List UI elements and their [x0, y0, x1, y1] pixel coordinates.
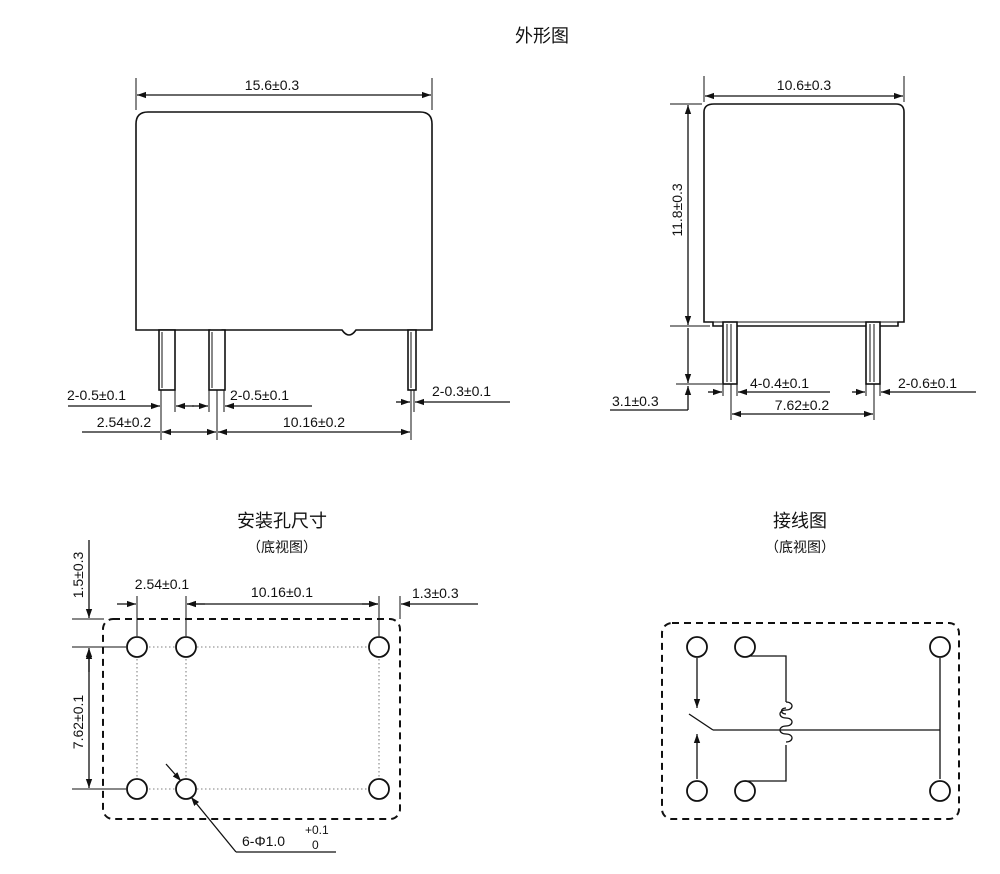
mount-right-offset: 1.3±0.3 — [412, 585, 459, 601]
wiring-terminal — [929, 780, 951, 802]
coil-icon — [779, 701, 793, 743]
mount-top-offset: 1.5±0.3 — [70, 551, 86, 598]
wiring-terminal — [686, 780, 708, 802]
wiring-terminal — [929, 636, 951, 658]
front-pitch-large: 10.16±0.2 — [283, 414, 345, 430]
front-pitch-small: 2.54±0.2 — [97, 414, 152, 430]
wiring-subtitle: （底视图） — [765, 540, 835, 556]
mount-hole — [126, 636, 148, 658]
side-pin-width-right: 2-0.6±0.1 — [898, 375, 957, 391]
mount-hole — [175, 778, 197, 800]
mounting-outline — [102, 618, 401, 820]
mount-hole — [126, 778, 148, 800]
side-pin-width-left: 4-0.4±0.1 — [750, 375, 809, 391]
mounting-title: 安装孔尺寸 — [237, 511, 327, 532]
mount-pitch-large: 10.16±0.1 — [251, 584, 313, 600]
wiring-view: 接线图 （底视图） — [661, 511, 960, 820]
mounting-view: 安装孔尺寸 （底视图） 1.5±0.3 7.62±0.1 2.54 — [70, 511, 478, 853]
side-height-label: 11.8±0.3 — [669, 183, 685, 237]
side-view: 10.6±0.3 11.8±0.3 3.1±0.3 4-0.4±0.1 2-0.… — [610, 76, 976, 420]
mount-hole-tol-minus: 0 — [312, 838, 319, 852]
front-pin-2 — [208, 329, 226, 391]
side-pin-right — [865, 321, 881, 385]
mount-hole — [175, 636, 197, 658]
outline-title: 外形图 — [515, 26, 569, 47]
wiring-terminal — [734, 636, 756, 658]
mounting-subtitle: （底视图） — [247, 540, 317, 556]
front-pin-3 — [407, 329, 417, 391]
mount-hole — [368, 636, 390, 658]
front-pin-1 — [158, 329, 176, 391]
mount-pitch-small: 2.54±0.1 — [135, 576, 190, 592]
front-width-label: 15.6±0.3 — [245, 77, 300, 93]
front-pin-width-right: 2-0.3±0.1 — [432, 383, 491, 399]
wiring-outline — [661, 622, 960, 820]
mount-hole-label: 6-Φ1.0 — [242, 833, 285, 849]
side-width-label: 10.6±0.3 — [777, 77, 832, 93]
side-pin-length-label: 3.1±0.3 — [612, 393, 659, 409]
switch-armature — [688, 713, 714, 731]
mount-row-pitch: 7.62±0.1 — [70, 695, 86, 750]
front-pin-width-mid: 2-0.5±0.1 — [230, 387, 289, 403]
mount-hole — [368, 778, 390, 800]
side-pitch-label: 7.62±0.2 — [775, 397, 830, 413]
wiring-terminal — [686, 636, 708, 658]
side-pin-left — [722, 321, 738, 385]
front-relay-body — [135, 111, 433, 336]
mount-hole-tol-plus: +0.1 — [305, 823, 329, 837]
front-pin-width-left: 2-0.5±0.1 — [67, 387, 126, 403]
front-view: 15.6±0.3 2-0.5±0.1 2-0.5±0.1 2-0.3±0.1 2… — [67, 77, 510, 440]
wiring-title: 接线图 — [773, 511, 827, 532]
wiring-terminal — [734, 780, 756, 802]
side-relay-body — [703, 103, 905, 327]
